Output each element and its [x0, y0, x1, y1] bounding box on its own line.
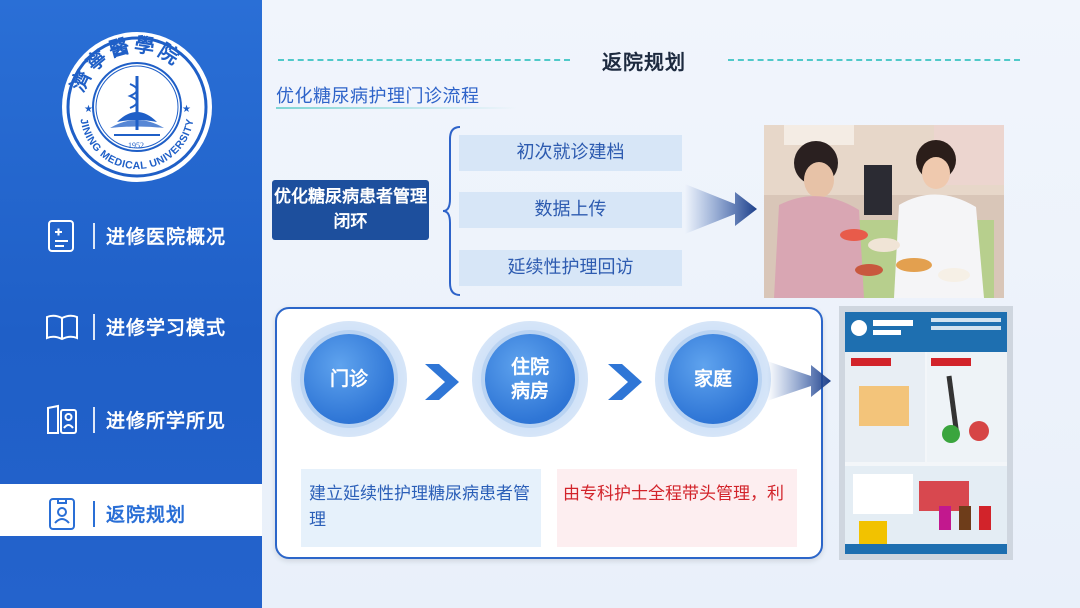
- step-initial-visit: 初次就诊建档: [459, 135, 682, 171]
- flow-node-label: 家庭: [668, 334, 758, 424]
- gradient-arrow-icon: [767, 361, 831, 401]
- sidebar-item-hospital-overview[interactable]: 进修医院概况: [0, 206, 262, 258]
- flow-node-inpatient: 住院病房: [472, 321, 588, 437]
- sidebar-item-label: 返院规划: [106, 504, 187, 526]
- svg-text:★: ★: [182, 104, 191, 115]
- flow-node-home: 家庭: [655, 321, 771, 437]
- flow-node-label: 住院病房: [485, 334, 575, 424]
- note-continuity: 建立延续性护理糖尿病患者管理: [301, 469, 541, 547]
- clipboard-icon: [48, 220, 74, 252]
- main-content: 返院规划 优化糖尿病护理门诊流程 优化糖尿病患者管理闭环 初次就诊建档 数据上传…: [262, 0, 1080, 608]
- university-logo: ★ ★ 1952 濟寧醫學院 JINING MEDICAL UNIVERSITY: [62, 32, 212, 182]
- flow-node-outpatient: 门诊: [291, 321, 407, 437]
- reading-icon: [47, 404, 77, 434]
- svg-text:★: ★: [84, 104, 93, 115]
- sidebar-item-label: 进修学习模式: [106, 317, 227, 339]
- gradient-arrow-icon: [685, 184, 757, 234]
- section-subtitle: 优化糖尿病护理门诊流程: [276, 86, 480, 107]
- step-followup: 延续性护理回访: [459, 250, 682, 286]
- sidebar-item-return-plan[interactable]: 返院规划: [0, 484, 268, 536]
- note-specialist: 由专科护士全程带头管理，利: [557, 469, 797, 547]
- sidebar-item-study-mode[interactable]: 进修学习模式: [0, 297, 262, 349]
- sidebar-item-learned-seen[interactable]: 进修所学所见: [0, 390, 262, 442]
- sidebar-item-label: 进修所学所见: [106, 410, 227, 432]
- flow-panel: 门诊 住院病房 家庭 建立延续性护理糖尿病患者管理 由专科护士全程带头管理，利: [275, 307, 823, 559]
- sidebar: ★ ★ 1952 濟寧醫學院 JINING MEDICAL UNIVERSITY: [0, 0, 268, 608]
- flow-node-label: 门诊: [304, 334, 394, 424]
- nav-separator: [93, 314, 95, 340]
- chevron-right-icon: [425, 364, 459, 400]
- nurse-consultation-photo: [764, 125, 1004, 298]
- id-badge-icon: [49, 498, 75, 530]
- page-title: 返院规划: [602, 50, 686, 74]
- subtitle-underline: [276, 107, 516, 109]
- insulin-pen-poster-photo: [839, 306, 1013, 560]
- chevron-right-icon: [608, 364, 642, 400]
- nav-separator: [93, 223, 95, 249]
- nav-separator: [93, 501, 95, 527]
- curly-brace: [442, 126, 461, 296]
- sidebar-item-label: 进修医院概况: [106, 226, 227, 248]
- book-icon: [46, 314, 78, 341]
- management-loop-box: 优化糖尿病患者管理闭环: [272, 180, 429, 240]
- title-dash-right: [728, 59, 1020, 61]
- logo-year: 1952: [128, 141, 144, 150]
- step-data-upload: 数据上传: [459, 192, 682, 228]
- title-dash-left: [278, 59, 570, 61]
- nav-separator: [93, 407, 95, 433]
